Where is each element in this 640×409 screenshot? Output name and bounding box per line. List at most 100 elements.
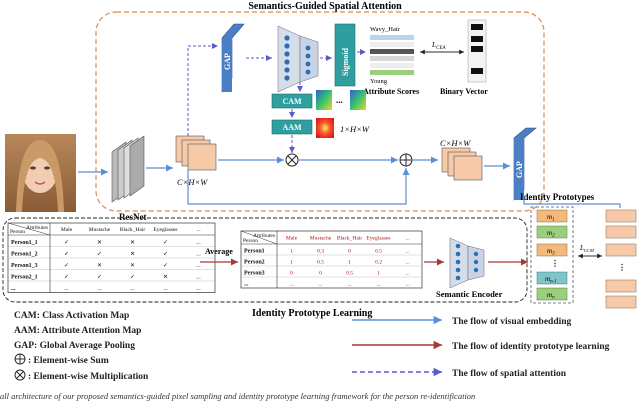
table-frame <box>240 230 423 289</box>
svg-text:mn: mn <box>547 291 555 301</box>
table-cell: ... <box>405 249 410 255</box>
table-header-cell: Eyeglasses <box>366 236 390 242</box>
table-row-label: Person1_1 <box>11 240 38 246</box>
table-header-cell: Male <box>286 236 298 242</box>
table-cell: ✓ <box>64 275 69 281</box>
legend-sum: : Element-wise Sum <box>28 356 109 366</box>
legend-mult: : Element-wise Multiplication <box>28 372 149 382</box>
table-cell: ✓ <box>163 263 168 269</box>
table-header-cell: Male <box>61 227 73 233</box>
prototype-mn-1: mn-1 <box>536 271 568 285</box>
binary-vector-label: Binary Vector <box>440 87 488 96</box>
table-cell: ✓ <box>97 252 102 258</box>
table-header-cell: ... <box>405 236 410 242</box>
sga-title: Semantics-Guided Spatial Attention <box>248 1 402 12</box>
svg-text:m3: m3 <box>547 247 555 257</box>
legend-gap: GAP: Global Average Pooling <box>14 341 135 351</box>
sga-region <box>95 11 545 212</box>
table-cell: 1 <box>377 271 380 277</box>
svg-text:m1: m1 <box>547 213 555 223</box>
table-row-label: ... <box>244 282 249 288</box>
legend-attention-text: The flow of spatial attention <box>452 369 567 379</box>
wavy-hair-label: Wavy_Hair <box>370 26 401 33</box>
table-header-cell: Black_Hair <box>337 236 363 242</box>
table-cell: ✕ <box>163 275 168 281</box>
table-cell: 0.2 <box>375 260 382 266</box>
table-cell: ... <box>405 271 410 277</box>
table-row-label: ... <box>11 286 16 292</box>
feature-dim-left: C×H×W <box>177 177 208 187</box>
table-cell: ... <box>289 282 294 288</box>
table-row-label: Person1_2 <box>11 252 38 258</box>
table-cell: 0.5 <box>346 271 353 277</box>
table-cell: ... <box>376 282 381 288</box>
table-cell: 1 <box>348 260 351 266</box>
table-header-cell: ... <box>196 227 201 233</box>
table-header-cell: Black_Hair <box>120 227 146 233</box>
feature-dim-right: C×H×W <box>440 138 471 148</box>
table-cell: ✕ <box>130 240 135 246</box>
cam-ellipsis: ... <box>336 95 343 105</box>
gap-right-label: GAP <box>515 161 524 178</box>
semantic-encoder-label: Semantic Encoder <box>436 289 503 299</box>
table-row-label: Person2 <box>244 260 265 266</box>
sigmoid-label: Sigmoid <box>341 47 350 76</box>
table-corner-person: Person <box>243 238 258 244</box>
element-wise-multiplication-op <box>285 153 299 167</box>
attribute-scores-label: Attribute Scores <box>363 87 419 96</box>
table-cell: ... <box>64 286 69 292</box>
table-cell: ✕ <box>130 263 135 269</box>
table-cell: ... <box>405 260 410 266</box>
table-cell: 0.3 <box>317 249 324 255</box>
semantic-encoder <box>449 237 485 289</box>
embedding-ellipsis: ⋮ <box>618 263 626 272</box>
prototype-m2: m2 <box>536 225 568 239</box>
table-cell: 0.5 <box>317 260 324 266</box>
table-cell: 0 <box>319 271 322 277</box>
feature-map-right <box>441 147 483 181</box>
svg-text:m2: m2 <box>547 229 555 239</box>
flow-feature-gap <box>187 43 218 136</box>
table-cell: ... <box>405 282 410 288</box>
table-cell: ✓ <box>163 240 168 246</box>
table-cell: ✓ <box>97 275 102 281</box>
resnet-block <box>111 135 145 203</box>
prototypes-region <box>530 206 574 304</box>
table-row-label: Person1 <box>244 249 265 255</box>
table-row-label: Person1_3 <box>11 263 38 269</box>
table-corner-attributes: Attributes <box>253 233 275 239</box>
table-cell: ✕ <box>130 252 135 258</box>
sigmoid-block <box>334 23 356 87</box>
prototype-m1: m1 <box>536 209 568 223</box>
table-cell: 1 <box>290 260 293 266</box>
table-cell: ✓ <box>130 275 135 281</box>
legend-aam: AAM: Attribute Attention Map <box>14 326 141 336</box>
cam-block <box>271 93 313 109</box>
aam-block <box>271 119 313 135</box>
table-cell: ... <box>97 286 102 292</box>
cam-label: CAM <box>282 97 302 106</box>
svg-text:mn-1: mn-1 <box>545 275 557 285</box>
table-cell: ✕ <box>97 263 102 269</box>
table-cell: ... <box>163 286 168 292</box>
table-cell: 1 <box>290 249 293 255</box>
flow-gap-embeddings <box>523 196 621 208</box>
element-wise-sum-op <box>399 153 413 167</box>
table-cell: ... <box>196 252 201 258</box>
aam-heatmap <box>316 118 334 138</box>
attribute-scores: Wavy_Hair Young <box>370 26 414 85</box>
resnet-label: ResNet <box>119 212 147 222</box>
table-corner-attributes: Attributes <box>26 225 48 231</box>
table-cell: ... <box>196 286 201 292</box>
table-cell: 0.5 <box>375 249 382 255</box>
table-cell: ... <box>347 282 352 288</box>
binary-vector <box>467 19 487 83</box>
table-cell: 0 <box>290 271 293 277</box>
legend-prototype-text: The flow of identity prototype learning <box>452 342 610 352</box>
prototype-mn: mn <box>536 287 568 301</box>
identity-prototype-learning-label: Identity Prototype Learning <box>252 308 372 319</box>
prototype-m3: m3 <box>536 243 568 257</box>
